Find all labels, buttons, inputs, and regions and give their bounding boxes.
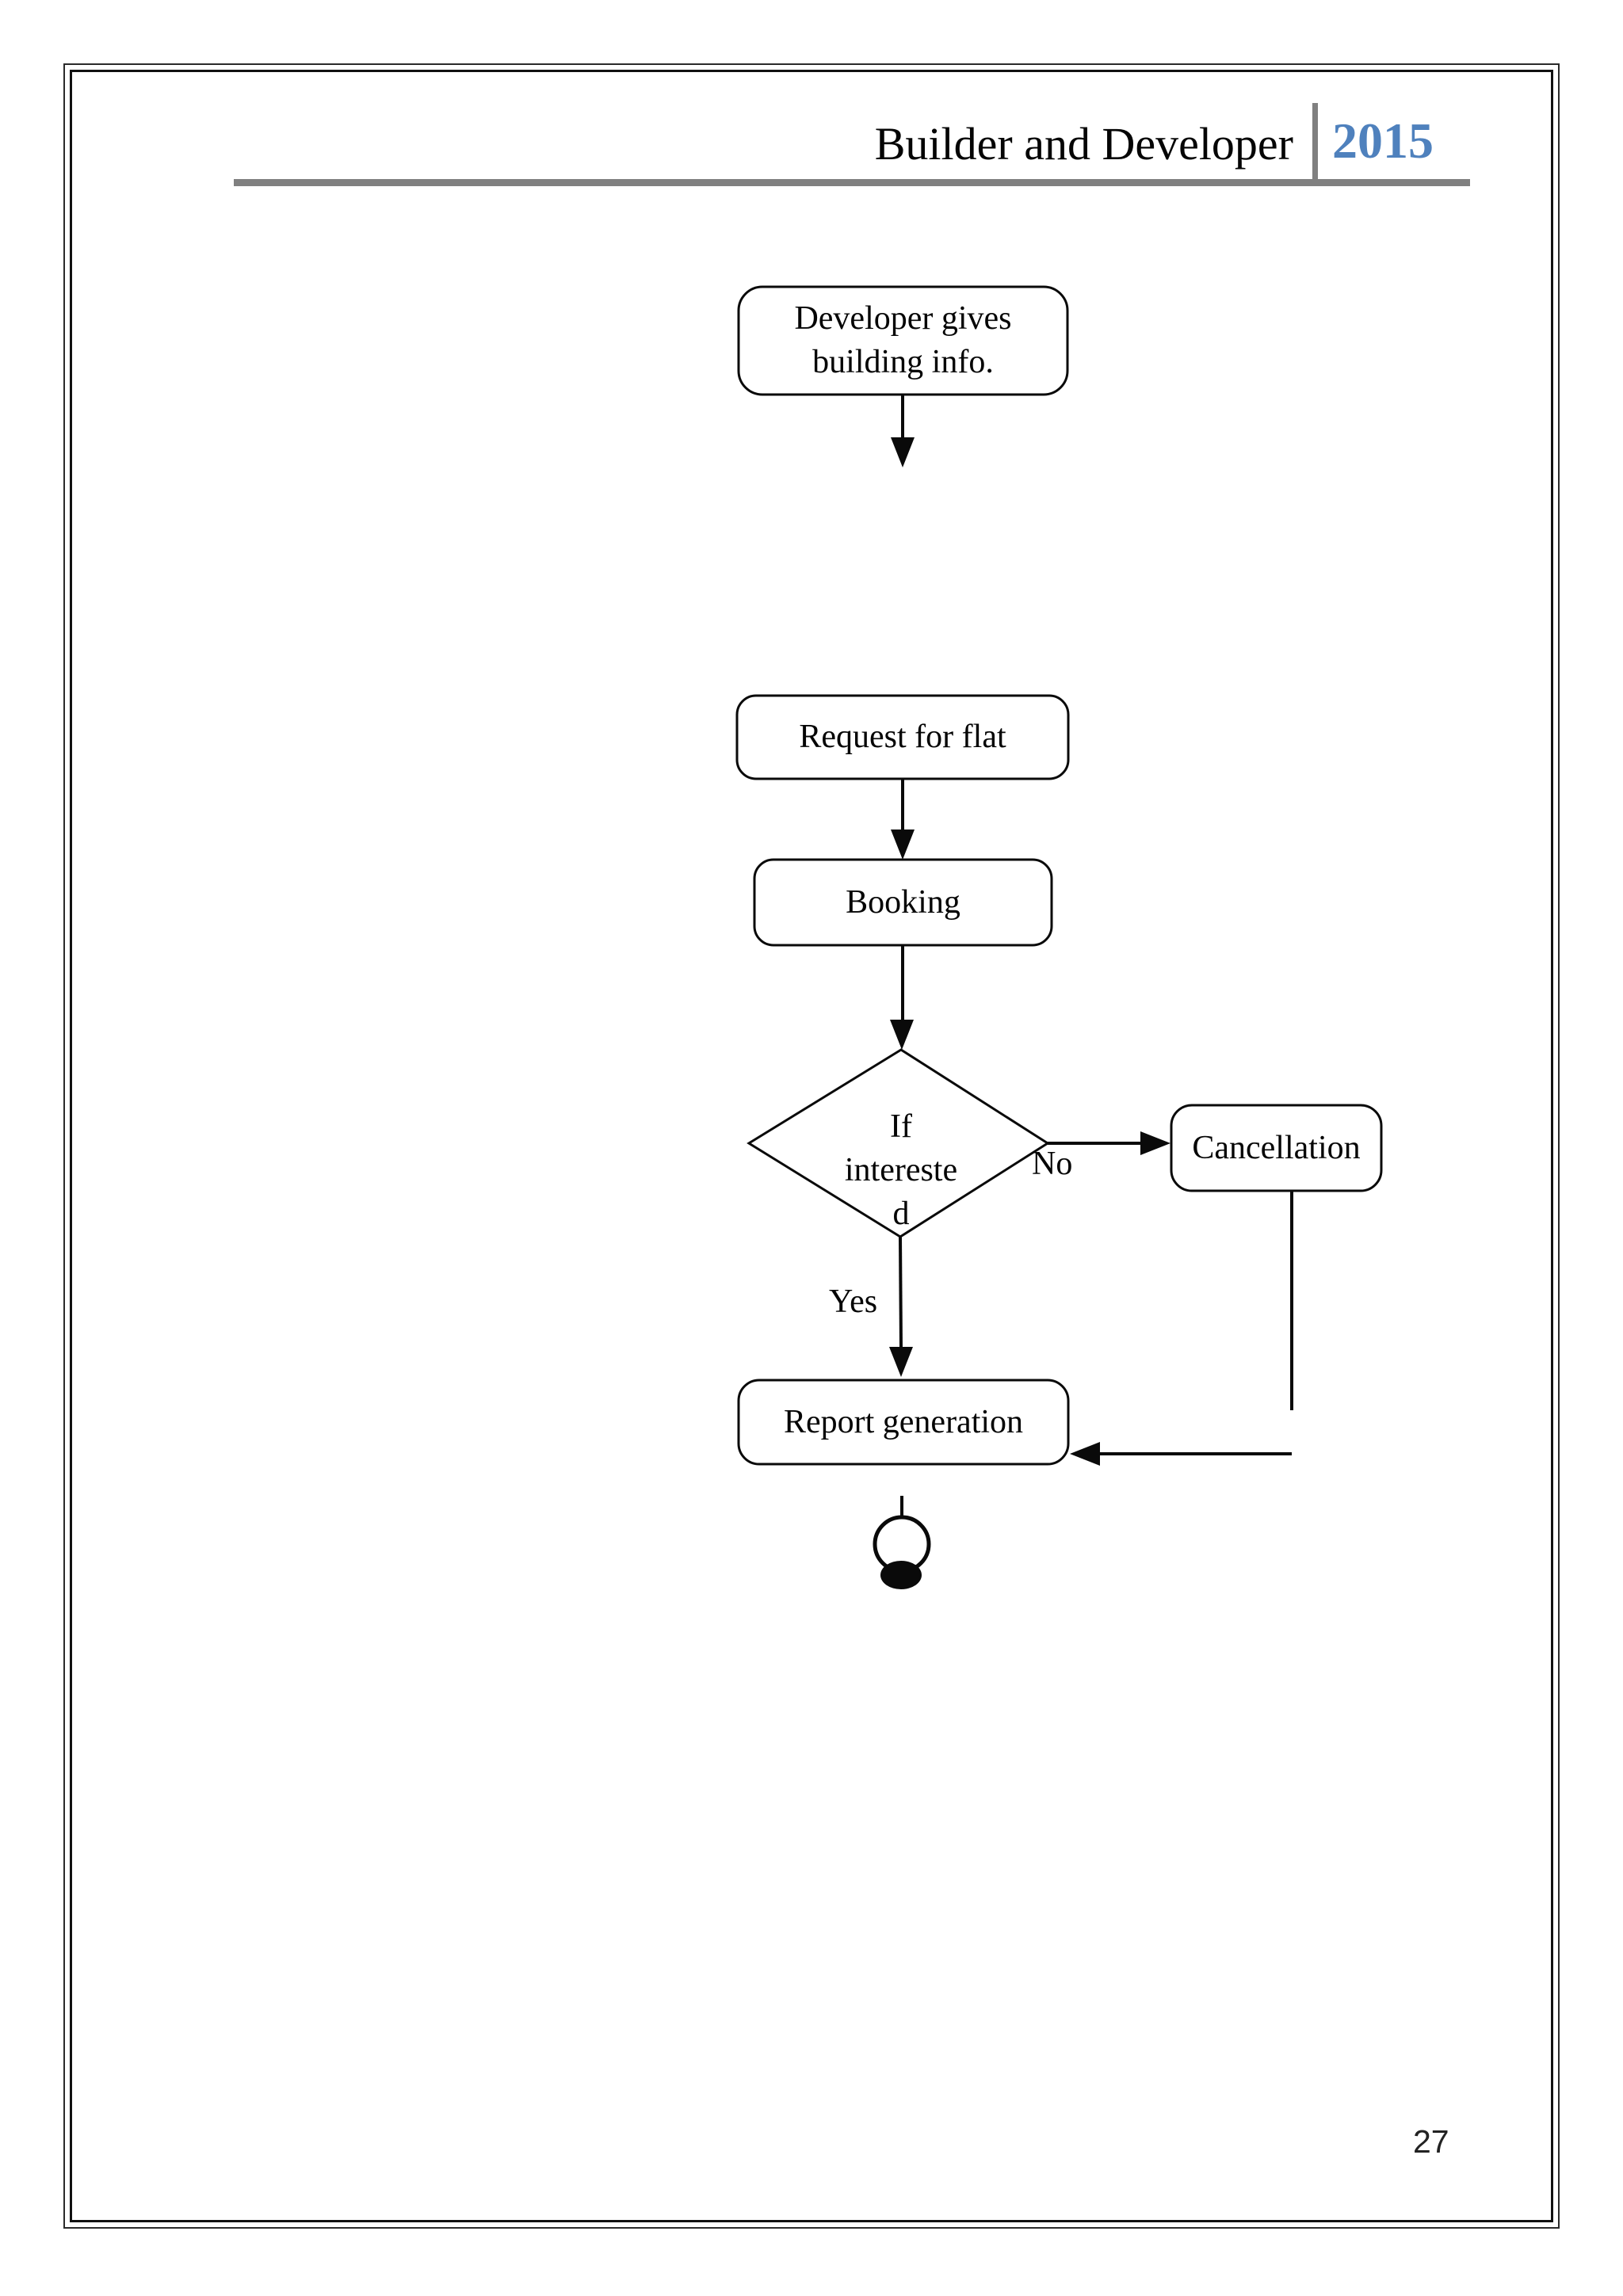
node-cancellation-shape	[1170, 1104, 1383, 1192]
node-report-shape	[737, 1379, 1070, 1466]
decision-label: If intereste d	[844, 1108, 958, 1232]
node-cancellation-label: Cancellation	[1192, 1129, 1361, 1166]
page-number: 27	[1413, 2123, 1449, 2160]
node-developer-info-label: Developer gives building info.	[794, 300, 1012, 380]
page-border-outer	[63, 63, 1560, 2229]
edge-label-no: No	[1032, 1146, 1073, 1182]
activity-final-icon	[873, 1515, 931, 1589]
header-year: 2015	[1332, 113, 1434, 169]
arrowhead-booking-to-decision	[890, 1020, 914, 1050]
page-border-inner	[70, 70, 1553, 2222]
arrowhead-no	[1140, 1131, 1170, 1155]
arrowhead-request-to-booking	[891, 830, 915, 860]
header-divider	[1312, 103, 1318, 185]
header-rule	[234, 179, 1470, 186]
node-booking-label: Booking	[846, 883, 960, 921]
header-title: Builder and Developer	[874, 118, 1293, 170]
arrowhead-yes	[889, 1347, 913, 1377]
arrowhead-developer-down	[891, 437, 915, 467]
edge-label-yes: Yes	[829, 1283, 878, 1320]
node-request-flat-label: Request for flat	[799, 719, 1006, 756]
arrowhead-return	[1070, 1442, 1100, 1466]
node-report-label: Report generation	[783, 1403, 1024, 1440]
arrow-yes-line	[899, 1236, 903, 1349]
